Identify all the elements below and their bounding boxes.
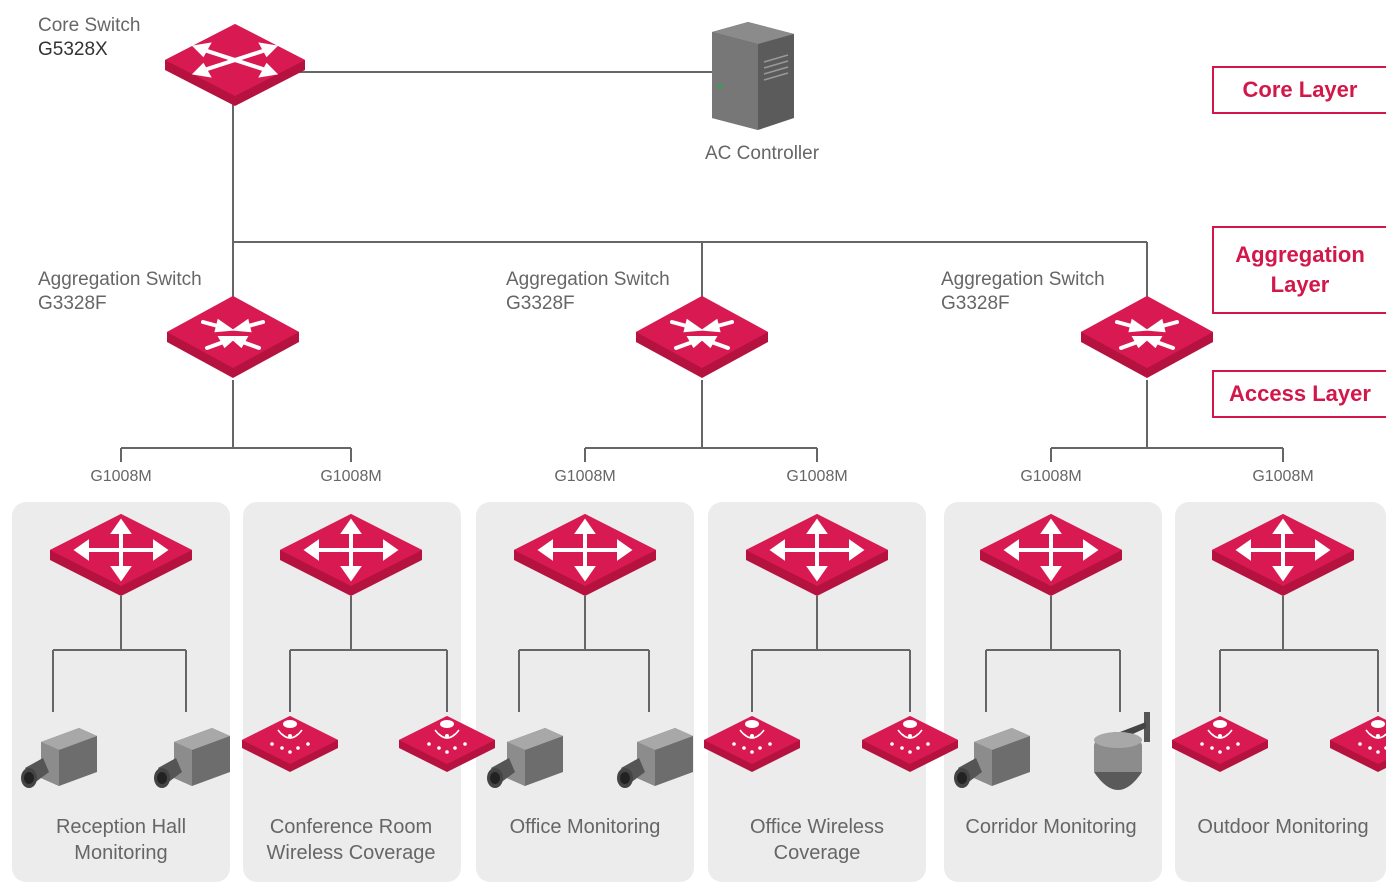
dome-camera-icon xyxy=(1080,712,1160,807)
camera-icon xyxy=(952,726,1032,801)
access-zone-label: Office Monitoring xyxy=(509,816,661,838)
access-switch-icon xyxy=(510,510,660,605)
controller-label: AC Controller xyxy=(705,143,820,164)
aggregation-switch-label: Aggregation Switch xyxy=(506,269,670,290)
camera-icon xyxy=(485,726,565,801)
access-zone-label: Reception Hall Monitoring xyxy=(55,816,187,864)
access-point-icon xyxy=(1170,712,1270,781)
access-zone-label: Corridor Monitoring xyxy=(965,816,1137,838)
aggregation-switch-icon xyxy=(632,292,772,387)
access-zone-label: Conference Room Wireless Coverage xyxy=(266,816,436,864)
aggregation-switch-label: Aggregation Switch xyxy=(941,269,1105,290)
access-point-icon xyxy=(240,712,340,781)
aggregation-layer-label: Aggregation Layer xyxy=(1212,226,1386,314)
aggregation-switch-model: G3328F xyxy=(506,293,575,314)
access-zone-label: Outdoor Monitoring xyxy=(1197,816,1369,838)
camera-icon xyxy=(615,726,695,801)
access-switch-model: G1008M xyxy=(320,468,382,485)
aggregation-layer-text: Aggregation Layer xyxy=(1235,242,1365,297)
aggregation-switch-icon xyxy=(1077,292,1217,387)
access-point-icon xyxy=(702,712,802,781)
camera-icon xyxy=(19,726,99,801)
access-switch-icon xyxy=(1208,510,1358,605)
access-layer-label: Access Layer xyxy=(1212,370,1386,418)
camera-icon xyxy=(152,726,232,801)
server-icon xyxy=(708,22,798,137)
access-switch-icon xyxy=(742,510,892,605)
access-switch-model: G1008M xyxy=(786,468,848,485)
access-point-icon xyxy=(860,712,960,781)
core-switch-model: G5328X xyxy=(38,39,108,60)
access-switch-icon xyxy=(276,510,426,605)
core-switch-icon xyxy=(160,20,310,115)
access-switch-model: G1008M xyxy=(554,468,616,485)
aggregation-switch-model: G3328F xyxy=(38,293,107,314)
aggregation-switch-model: G3328F xyxy=(941,293,1010,314)
access-switch-model: G1008M xyxy=(1252,468,1314,485)
core-layer-label: Core Layer xyxy=(1212,66,1386,114)
access-switch-icon xyxy=(976,510,1126,605)
core-switch-label: Core Switch xyxy=(38,15,141,36)
access-point-icon xyxy=(397,712,497,781)
access-switch-model: G1008M xyxy=(90,468,152,485)
access-switch-icon xyxy=(46,510,196,605)
aggregation-switch-label: Aggregation Switch xyxy=(38,269,202,290)
aggregation-switch-icon xyxy=(163,292,303,387)
access-point-icon xyxy=(1328,712,1386,781)
access-switch-model: G1008M xyxy=(1020,468,1082,485)
access-zone-label: Office Wireless Coverage xyxy=(749,816,885,864)
